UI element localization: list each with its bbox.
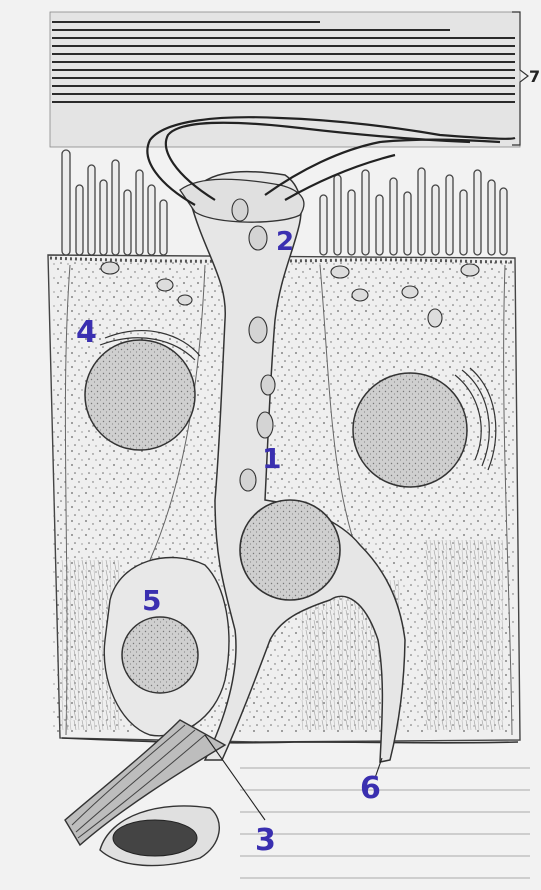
label-7: 7 <box>529 67 540 86</box>
label-2: 2 <box>276 227 294 257</box>
supporting-cell-nucleus-right <box>353 373 467 487</box>
label-5: 5 <box>142 584 161 617</box>
lamina-propria <box>240 768 530 878</box>
label-3: 3 <box>255 823 276 858</box>
supporting-cell-nucleus-left <box>85 340 195 450</box>
label-4: 4 <box>76 315 97 350</box>
basal-cell-nucleus <box>122 617 198 693</box>
label-1: 1 <box>262 442 281 475</box>
olfactory-cell-nucleus <box>240 500 340 600</box>
leader-lines <box>205 735 382 820</box>
ensheathing-cell-nucleus <box>113 820 197 856</box>
label-6: 6 <box>360 771 381 806</box>
